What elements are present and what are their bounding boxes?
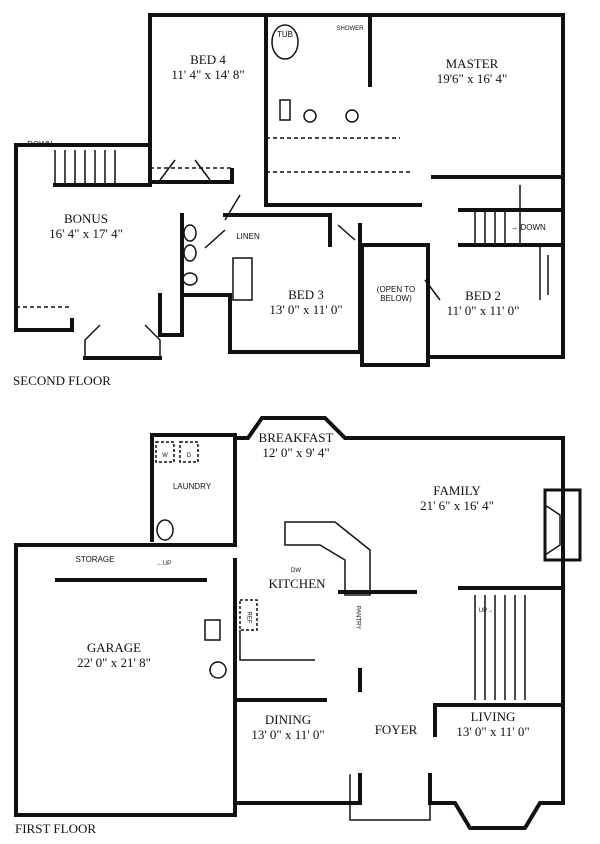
- arrow-right-icon: →: [54, 140, 63, 149]
- room-size: 12' 0" x 9' 4": [262, 445, 330, 460]
- second-floor-walls: [14, 13, 565, 367]
- washer-label: W: [162, 453, 168, 459]
- room-size: 16' 4" x 17' 4": [49, 226, 123, 241]
- room-size: 22' 0" x 21' 8": [77, 655, 151, 670]
- room-size: 21' 6" x 16' 4": [420, 498, 494, 513]
- room-name: FAMILY: [433, 483, 481, 498]
- room-name: KITCHEN: [268, 576, 326, 591]
- storage-stairs-up: ←UP: [157, 557, 171, 572]
- room-size: 13' 0" x 11' 0": [456, 724, 530, 739]
- room-name: DINING: [264, 712, 312, 727]
- arrow-right-icon: →: [487, 608, 494, 614]
- laundry-label: LAUNDRY: [172, 482, 212, 491]
- room-name: GARAGE: [86, 640, 142, 655]
- first-floor-title: FIRST FLOOR: [15, 821, 97, 836]
- down-label: DOWN: [27, 140, 53, 149]
- stairs-down-right: → DOWN: [510, 223, 546, 232]
- second-floor-title: SECOND FLOOR: [13, 373, 111, 388]
- linen-label: LINEN: [236, 232, 260, 241]
- pantry-label: PANTRY: [354, 605, 361, 630]
- room-size: 13' 0" x 11' 0": [269, 302, 343, 317]
- open-line2: BELOW): [380, 294, 412, 303]
- room-size: 13' 0" x 11' 0": [251, 727, 325, 742]
- room-size: 11' 4" x 14' 8": [171, 67, 245, 82]
- up-label: UP: [162, 561, 172, 567]
- room-name: MASTER: [445, 56, 499, 71]
- room-name: BED 2: [465, 288, 501, 303]
- arrow-right-icon: →: [510, 223, 519, 232]
- room-size: 11' 0" x 11' 0": [446, 303, 520, 318]
- shower-label: SHOWER: [336, 26, 364, 32]
- room-foyer: FOYER: [375, 722, 418, 737]
- room-name: BED 4: [190, 52, 226, 67]
- dishwasher-label: DW: [291, 568, 301, 574]
- tub-label: TUB: [277, 30, 293, 39]
- arrow-left-icon: ←: [156, 561, 163, 567]
- first-floor-details: [155, 441, 561, 700]
- room-name: BED 3: [288, 287, 324, 302]
- down-label: DOWN: [520, 223, 546, 232]
- main-stairs-up: UP→: [479, 604, 493, 619]
- stairs-down-left: DOWN →: [27, 140, 63, 149]
- open-line1: (OPEN TO: [376, 285, 416, 294]
- refrigerator-label: REF: [245, 611, 252, 624]
- up-label: UP: [478, 608, 488, 614]
- room-name: FOYER: [374, 722, 418, 737]
- room-kitchen: KITCHEN: [268, 576, 325, 591]
- room-size: 19'6" x 16' 4": [436, 71, 508, 86]
- room-name: LIVING: [470, 709, 516, 724]
- room-name: BREAKFAST: [258, 430, 334, 445]
- dryer-label: D: [186, 453, 192, 459]
- room-name: BONUS: [63, 211, 109, 226]
- first-floor-walls: [14, 416, 582, 830]
- storage-label: STORAGE: [75, 555, 115, 564]
- second-floor-details: [16, 24, 549, 358]
